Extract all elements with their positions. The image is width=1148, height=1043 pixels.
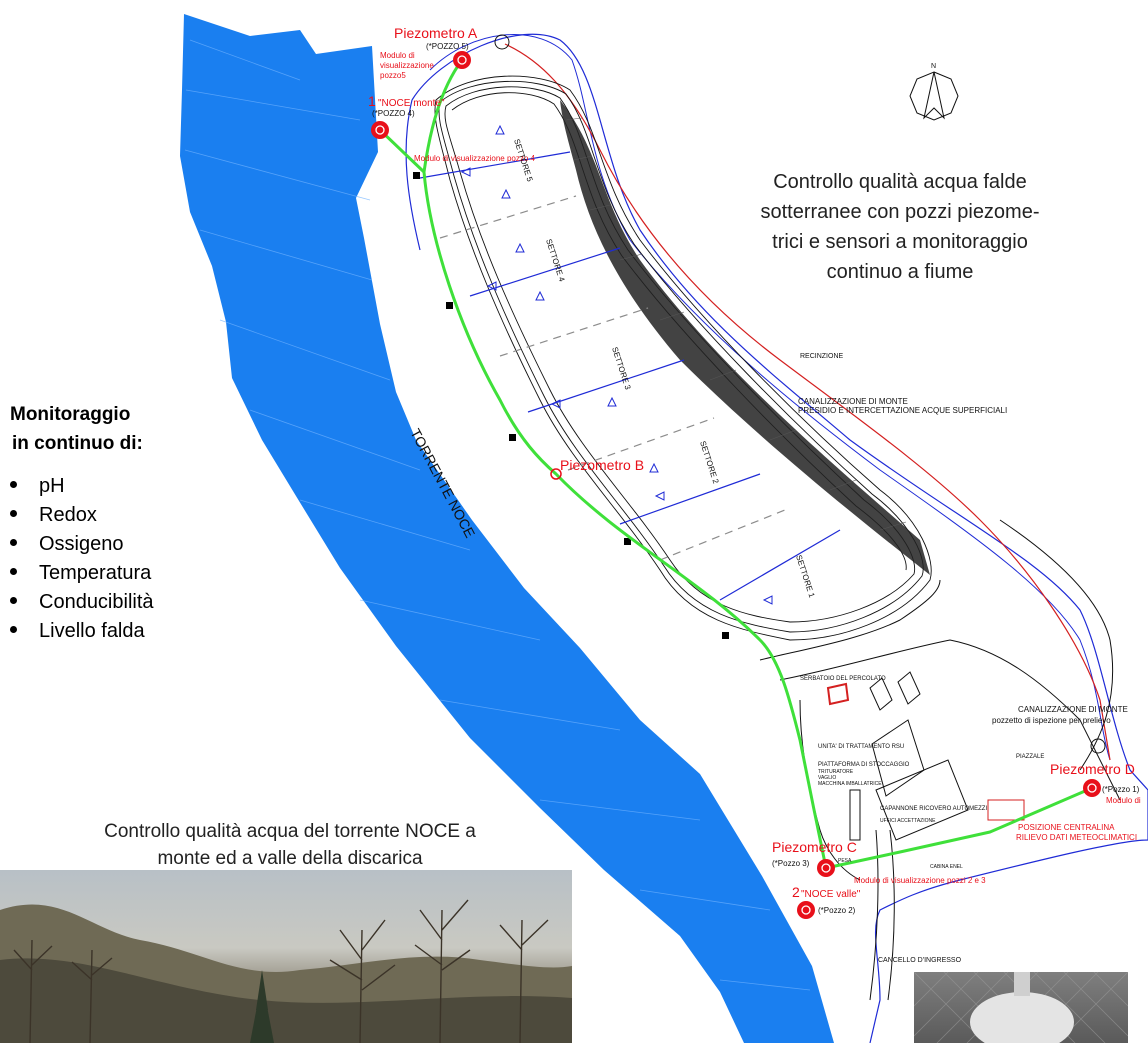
plant-area <box>759 579 1121 1001</box>
parameter-label: Redox <box>39 504 97 526</box>
list-item: Conducibilità <box>10 588 154 617</box>
station-1-label: "NOCE monte" <box>378 98 445 109</box>
capannone-label: CAPANNONE RICOVERO AUTOMEZZI <box>880 806 987 812</box>
uffici-label: UFFICI ACCETTAZIONE <box>880 818 936 824</box>
sector-3-label: SETTORE 3 <box>610 346 632 391</box>
list-item: Redox <box>10 501 154 530</box>
sensor-noce-monte <box>371 121 389 139</box>
bullet-icon <box>10 568 17 576</box>
recinzione-label: RECINZIONE <box>800 353 844 360</box>
piezometro-b-label: Piezometro B <box>560 457 644 473</box>
sensor-noce-valle <box>797 901 815 919</box>
piattaforma-label: PIATTAFORMA DI STOCCAGGIO <box>818 762 910 768</box>
parameter-label: Ossigeno <box>39 533 124 555</box>
serbatoio-label: SERBATOIO DEL PERCOLATO <box>800 676 886 682</box>
parameter-label: Temperatura <box>39 562 152 584</box>
sector-1-label: SETTORE 1 <box>794 554 816 599</box>
module-pozzo5-l2: visualizzazione <box>380 61 434 70</box>
canalizzazione-label-2: PRESIDIO E INTERCETTAZIONE ACQUE SUPERFI… <box>798 406 1007 415</box>
parameter-list: pH Redox Ossigeno Temperatura Conducibil… <box>10 472 154 646</box>
slope-striping <box>565 117 907 531</box>
site-boundary <box>405 33 1148 1043</box>
unita-trattamento-label: UNITA' DI TRATTAMENTO RSU <box>818 744 904 750</box>
bullet-icon <box>10 510 17 518</box>
parameter-label: pH <box>39 475 65 497</box>
piattaforma-label-4: MACCHINA IMBALLATRICE <box>818 781 882 787</box>
sensor-piezometro-c <box>817 859 835 877</box>
sensor-piezometro-b <box>550 468 562 480</box>
station-2-label: "NOCE valle" <box>801 889 861 900</box>
station-1-sub: (*POZZO 4) <box>372 109 415 118</box>
sensor-piezometro-d <box>1083 779 1101 797</box>
monitoring-title-line-2: in continuo di: <box>12 433 143 454</box>
svg-text:N: N <box>931 63 936 70</box>
canalizzazione-b-label-2: pozzetto di ispezione per prelievo <box>992 716 1111 725</box>
caption-line: monte ed a valle della discarica <box>157 848 423 869</box>
parameter-label: Conducibilità <box>39 591 154 613</box>
fence-line <box>504 43 1111 761</box>
landfill-slope-band <box>560 100 930 575</box>
module-pozzo4: Modulo di visualizzazione pozzo 4 <box>414 154 536 163</box>
monitoring-title: Monitoraggio in continuo di: <box>10 400 143 458</box>
north-arrow-icon: N <box>909 63 959 121</box>
piezometro-c-label: Piezometro C <box>772 839 857 855</box>
piezometro-d-sub: (*Pozzo 1) <box>1102 785 1140 794</box>
centralina-label-2: RILIEVO DATI METEOCLIMATICI <box>1016 833 1137 842</box>
bullet-icon <box>10 539 17 547</box>
caption-line: Controllo qualità acqua falde <box>773 171 1027 193</box>
piezometro-a-sub: (*POZZO 5) <box>426 42 469 51</box>
piezometro-c-sub: (*Pozzo 3) <box>772 859 810 868</box>
canalizzazione-b-label-1: CANALIZZAZIONE DI MONTE <box>1018 705 1128 714</box>
perimeter-wells <box>413 172 729 639</box>
parameter-label: Livello falda <box>39 620 145 642</box>
piattaforma-label-3: VAGLIO <box>818 775 836 781</box>
inspection-pit-right <box>1090 738 1106 754</box>
module-pozzo5-l1: Modulo di <box>380 51 415 60</box>
weather-station-illustration <box>914 972 1128 1043</box>
caption-line: sotterranee con pozzi piezome- <box>760 201 1040 223</box>
module-pozzi-2-3: Modulo di visualizzazione pozzi 2 e 3 <box>854 876 986 885</box>
sector-2-label: SETTORE 2 <box>698 440 720 485</box>
river-photo-illustration <box>0 899 572 1043</box>
river-torrente-noce <box>180 14 834 1043</box>
river-caption: Controllo qualità acqua del torrente NOC… <box>0 818 580 872</box>
pesa-label: PESA <box>838 858 852 864</box>
ditch-line <box>999 519 1114 771</box>
inner-boundary <box>429 34 1111 761</box>
bullet-icon <box>10 597 17 605</box>
caption-line: trici e sensori a monitoraggio <box>772 231 1028 253</box>
groundwater-caption: Controllo qualità acqua falde sotterrane… <box>700 167 1100 287</box>
caption-line: Controllo qualità acqua del torrente NOC… <box>104 821 476 842</box>
monitoring-pipeline <box>378 59 1093 870</box>
module-pozzo5-l3: pozzo5 <box>380 71 406 80</box>
piazzale-label: PIAZZALE <box>1016 754 1044 760</box>
piezometro-d-label: Piezometro D <box>1050 761 1135 777</box>
canalizzazione-label-1: CANALIZZAZIONE DI MONTE <box>798 397 908 406</box>
weather-station-photo <box>914 972 1128 1043</box>
module-pozzo1: Modulo di <box>1106 796 1141 805</box>
cancello-label: CANCELLO D'INGRESSO <box>878 957 962 964</box>
piezometro-a-label: Piezometro A <box>394 25 478 41</box>
sensor-piezometro-a <box>453 51 471 69</box>
station-2-number: 2 <box>792 884 800 900</box>
river-photo <box>0 870 572 1043</box>
bullet-icon <box>10 626 17 634</box>
centralina-label-1: POSIZIONE CENTRALINA <box>1018 823 1115 832</box>
station-2-sub: (*Pozzo 2) <box>818 906 856 915</box>
list-item: pH <box>10 472 154 501</box>
drainage-markers <box>460 124 773 605</box>
inspection-pit-top <box>494 34 510 50</box>
caption-line: continuo a fiume <box>826 261 974 283</box>
list-item: Ossigeno <box>10 530 154 559</box>
river-hatching <box>184 39 811 991</box>
monitoring-title-line-1: Monitoraggio <box>10 404 131 425</box>
piattaforma-label-2: TRITURATORE <box>818 769 854 775</box>
station-1-number: 1 <box>368 93 376 109</box>
cabina-label: CABINA ENEL <box>930 864 963 870</box>
list-item: Temperatura <box>10 559 154 588</box>
bullet-icon <box>10 481 17 489</box>
list-item: Livello falda <box>10 617 154 646</box>
sector-4-label: SETTORE 4 <box>544 238 566 283</box>
